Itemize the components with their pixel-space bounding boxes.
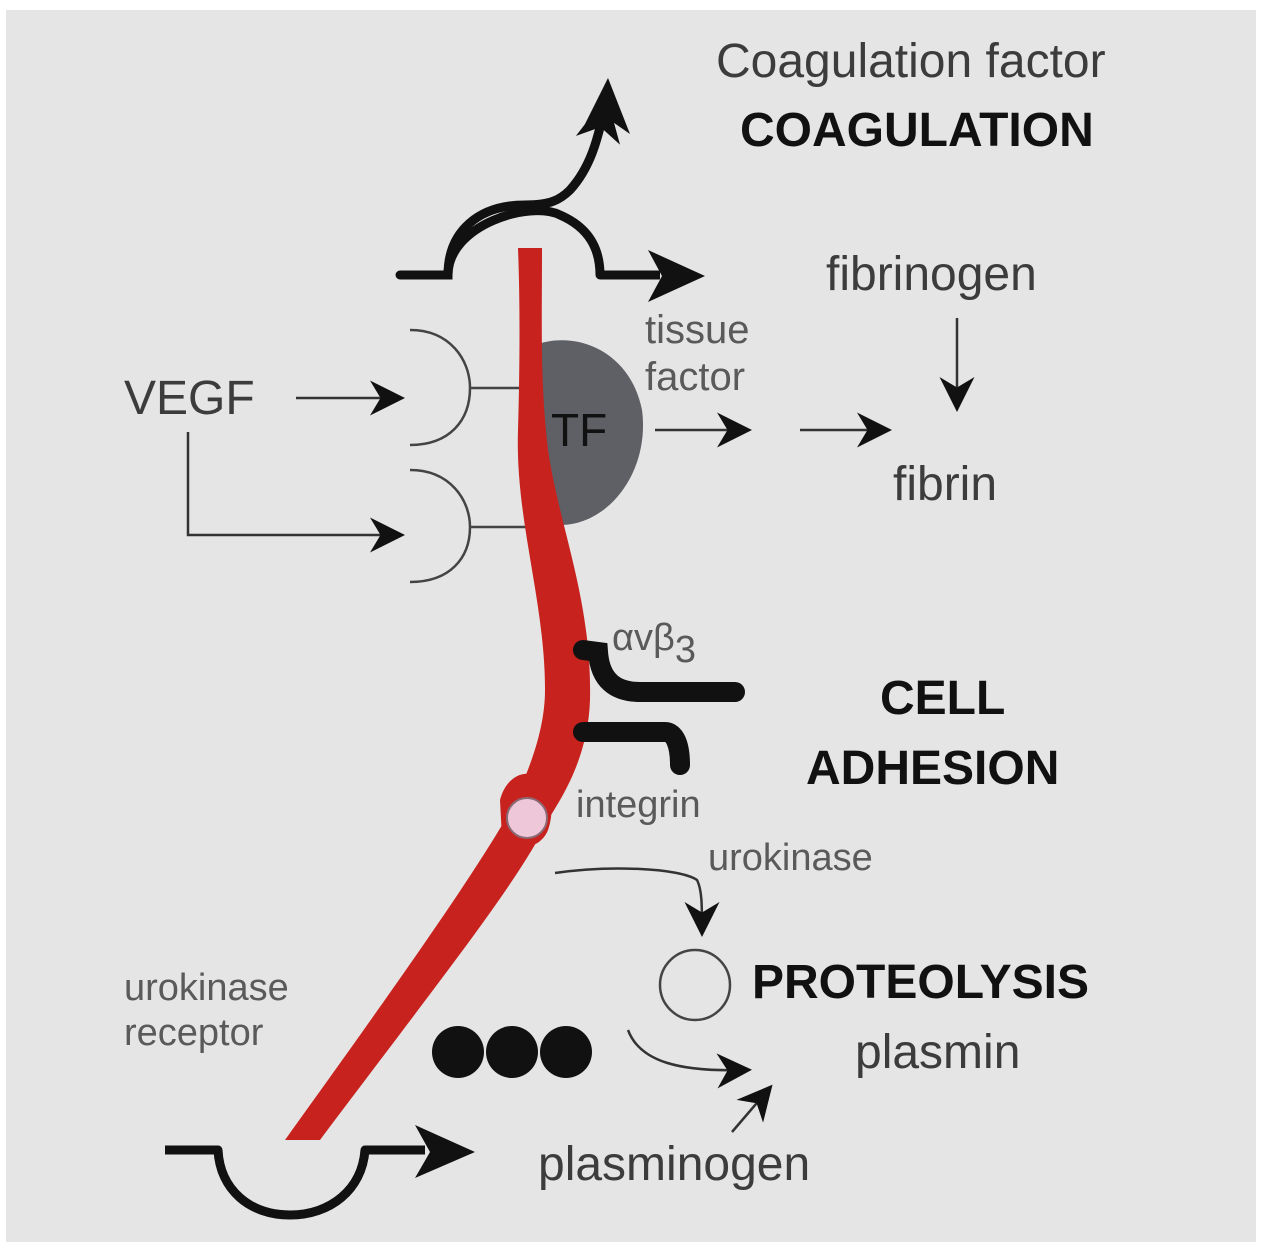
plasminogen-label: plasminogen	[538, 1138, 810, 1191]
vegf-arrow-lower	[186, 432, 405, 553]
urokinase-label: urokinase	[708, 837, 873, 879]
cell-membrane	[285, 248, 591, 1140]
bottom-receptor-arrow	[165, 1145, 425, 1220]
integrin-label: integrin	[576, 784, 701, 826]
adhesion-heading: ADHESION	[806, 742, 1059, 795]
tf-label: TF	[551, 404, 607, 456]
integrin-upper-arm	[573, 640, 745, 702]
receptor-dot-3	[540, 1026, 592, 1078]
receptor-dot-2	[486, 1026, 538, 1078]
integrin-symbol-label: αvβ3	[612, 617, 696, 671]
coagulation-right-arrowhead	[648, 250, 705, 302]
receptor-arc-top	[443, 206, 660, 280]
plasminogen-arrow	[731, 1084, 773, 1133]
fibrinogen-label: fibrinogen	[826, 248, 1037, 301]
plasmin-label: plasmin	[855, 1026, 1020, 1079]
coagulation-heading: COAGULATION	[740, 104, 1094, 157]
fibrin-label: fibrin	[893, 458, 997, 511]
tissue-label: tissue	[645, 308, 750, 352]
integrin-dot	[506, 797, 548, 839]
proteolysis-heading: PROTEOLYSIS	[752, 956, 1089, 1009]
receptor-dot-1	[432, 1026, 484, 1078]
urokinase-receptor-label-1: urokinase	[124, 967, 289, 1009]
factor-label: factor	[645, 355, 745, 399]
coagulation-factor-arrowhead	[583, 78, 630, 134]
integrin-symbol-text: αvβ	[612, 617, 675, 659]
integrin-lower-arm	[573, 722, 690, 775]
cell-heading: CELL	[880, 672, 1005, 725]
plasmin-circle	[658, 948, 732, 1022]
bottom-receptor-arrowhead	[415, 1125, 475, 1178]
tissue-factor-blob	[530, 340, 644, 525]
integrin-symbol-subscript: 3	[675, 629, 696, 671]
coagulation-factor-arrow	[395, 96, 621, 280]
urokinase-arrow	[554, 867, 720, 937]
plasmin-arrow	[626, 1029, 752, 1089]
coagulation-factor-label: Coagulation factor	[716, 35, 1106, 88]
vegf-label: VEGF	[124, 372, 255, 425]
urokinase-receptor-label-2: receptor	[124, 1012, 264, 1054]
